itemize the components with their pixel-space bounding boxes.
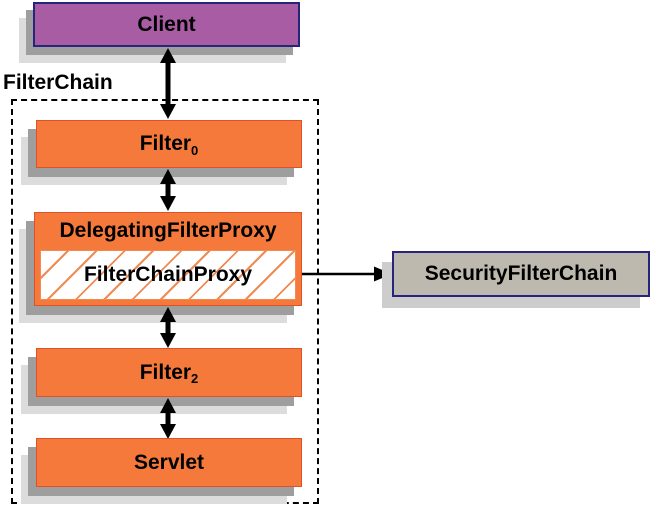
filter0-label: Filter0 [139,132,199,158]
filter0-node: Filter0 [36,120,302,168]
filter2-subscript: 2 [191,371,199,387]
security-filter-chain-node: SecurityFilterChain [392,251,650,297]
security-filter-chain-label: SecurityFilterChain [424,262,618,285]
arrow-filter2-servlet [160,398,176,439]
servlet-label: Servlet [133,450,205,474]
filter2-node: Filter2 [36,348,302,397]
delegating-filter-proxy-node: DelegatingFilterProxy FilterChainProxy [34,212,302,306]
filter-chain-proxy-node: FilterChainProxy [40,250,296,300]
client-node: Client [33,2,300,47]
arrow-dfp-filter2 [160,307,176,348]
filter-chain-proxy-label: FilterChainProxy [83,263,253,286]
filterchain-boundary [11,99,319,504]
client-label: Client [137,12,196,36]
filter0-subscript: 0 [191,142,199,158]
delegating-filter-proxy-label: DelegatingFilterProxy [59,219,277,242]
arrow-filter0-dfp [160,169,176,211]
arrow-client-filter0 [160,48,176,119]
filterchain-boundary-label: FilterChain [3,71,113,94]
servlet-node: Servlet [36,438,302,487]
arrow-fcp-securityfilterchain [302,266,392,282]
filter2-label: Filter2 [139,360,199,387]
